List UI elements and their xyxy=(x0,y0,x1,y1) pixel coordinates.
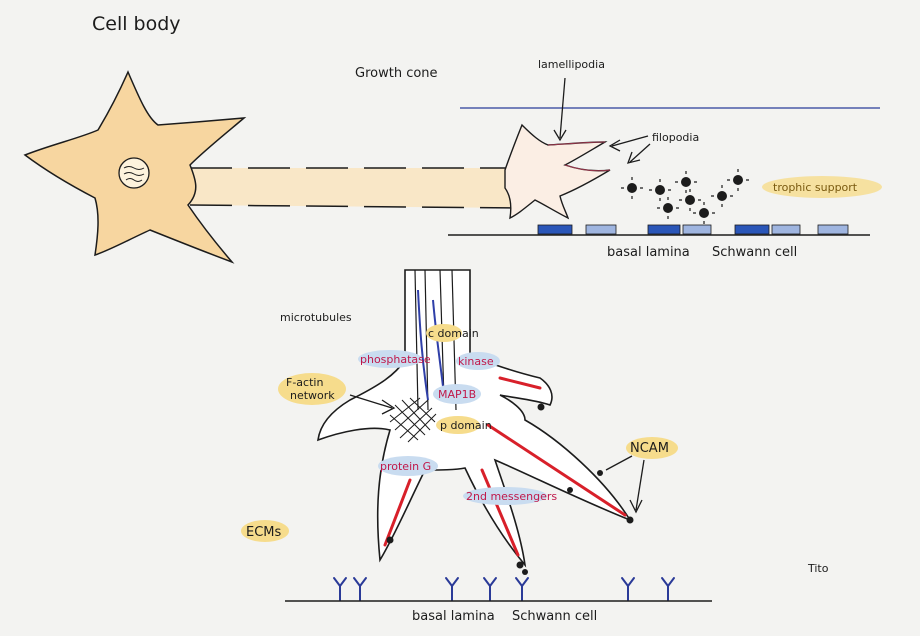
schwann-cell-top-label: Schwann cell xyxy=(712,245,797,260)
basal-lamina-top-label: basal lamina xyxy=(607,245,690,260)
growth-cone-top xyxy=(505,125,610,218)
kinase-label: kinase xyxy=(458,355,494,368)
p-domain-label: p domain xyxy=(440,419,492,432)
basal-lamina-bottom-label: basal lamina xyxy=(412,609,495,624)
ncam-label: NCAM xyxy=(630,441,669,456)
schwann-cell-bottom-label: Schwann cell xyxy=(512,609,597,624)
nucleus xyxy=(119,158,149,188)
map1b-label: MAP1B xyxy=(438,388,476,401)
second-messengers-label: 2nd messengers xyxy=(466,490,557,503)
filopodia-arrow-2 xyxy=(630,144,650,162)
growth-cone-label: Growth cone xyxy=(355,66,438,81)
microtubules-label: microtubules xyxy=(280,311,352,324)
lamellipodia-label: lamellipodia xyxy=(538,58,605,71)
c-domain-label: c domain xyxy=(428,327,479,340)
schwann-cells-top xyxy=(538,225,848,234)
axon-shade xyxy=(190,168,520,208)
cell-body-label: Cell body xyxy=(92,13,181,35)
phosphatase-label: phosphatase xyxy=(360,353,431,366)
ecms-label: ECMs xyxy=(246,525,282,540)
f-actin-label: F-actin xyxy=(286,376,323,389)
growth-cone-large xyxy=(318,270,630,565)
trophic-particles xyxy=(627,175,743,218)
protein-g-label: protein G xyxy=(380,460,431,473)
filopodia-label: filopodia xyxy=(652,131,699,144)
y-receptors xyxy=(334,578,674,600)
signature: Tito xyxy=(807,562,829,575)
trophic-support-label: trophic support xyxy=(773,181,858,194)
ncam-arrow-1 xyxy=(606,456,632,470)
network-label: network xyxy=(290,389,335,402)
ncam-arrow-2 xyxy=(636,460,644,510)
